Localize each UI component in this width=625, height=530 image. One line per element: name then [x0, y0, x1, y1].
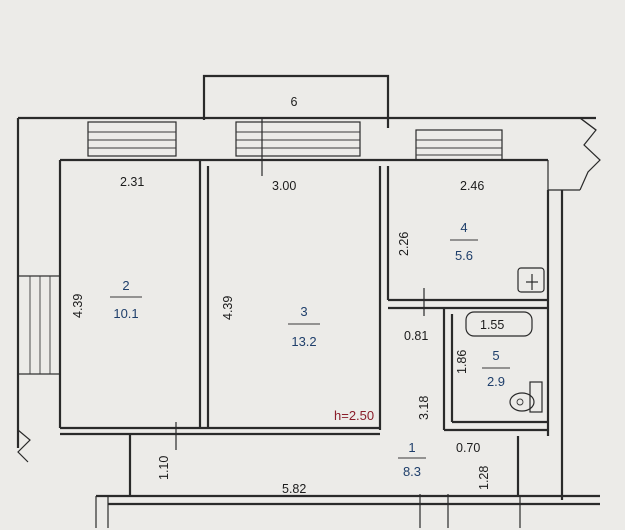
dim-total-width: 5.82: [282, 482, 306, 496]
room-area: 13.2: [291, 334, 316, 349]
window-room3: [235, 118, 361, 176]
room-number: 4: [460, 220, 467, 235]
bathtub: [465, 311, 533, 337]
room-label-3: 3 13.2: [288, 304, 320, 349]
dim-room4-length: 2.26: [397, 232, 411, 256]
dim-room2-length: 4.39: [71, 294, 85, 318]
room-number: 2: [122, 278, 129, 293]
dim-corridor-depth: 0.81: [404, 329, 428, 343]
dim-hall-gap: 0.70: [456, 441, 480, 455]
balcony-outline: [202, 74, 390, 128]
room-label-2: 2 10.1: [110, 278, 142, 321]
room-number: 3: [300, 304, 307, 319]
room-number: 5: [492, 348, 499, 363]
room-number: 1: [408, 440, 415, 455]
dim-room4-width: 2.46: [460, 179, 484, 193]
dim-entry-depth-right: 1.28: [477, 466, 491, 490]
toilet: [509, 381, 543, 413]
window-room4: [415, 129, 503, 161]
room-area: 8.3: [403, 464, 421, 479]
ceiling-height: h=2.50: [334, 408, 374, 423]
window-room2: [87, 121, 177, 157]
interior-walls: [60, 160, 564, 500]
dim-bath-width: 1.55: [480, 318, 504, 332]
outer-wall-left: [16, 118, 62, 463]
dim-entry-depth-left: 1.10: [157, 456, 171, 480]
room-label-1: 1 8.3: [398, 440, 426, 479]
dim-hall-length: 3.18: [417, 396, 431, 420]
room-number: 6: [291, 95, 298, 109]
room-area: 2.9: [487, 374, 505, 389]
room-area: 5.6: [455, 248, 473, 263]
sink: [517, 267, 545, 293]
dim-room3-length: 4.39: [221, 296, 235, 320]
dim-room2-width: 2.31: [120, 175, 144, 189]
room-label-5: 5 2.9: [482, 348, 510, 389]
dim-bath-length: 1.86: [455, 350, 469, 374]
room-label-4: 4 5.6: [450, 220, 478, 263]
partition-ticks: [175, 288, 449, 528]
outer-wall-top: [18, 116, 601, 191]
room-area: 10.1: [113, 306, 138, 321]
dim-room3-width: 3.00: [272, 179, 296, 193]
room-label-6: 6: [291, 95, 298, 109]
entry-hall: [95, 434, 600, 528]
